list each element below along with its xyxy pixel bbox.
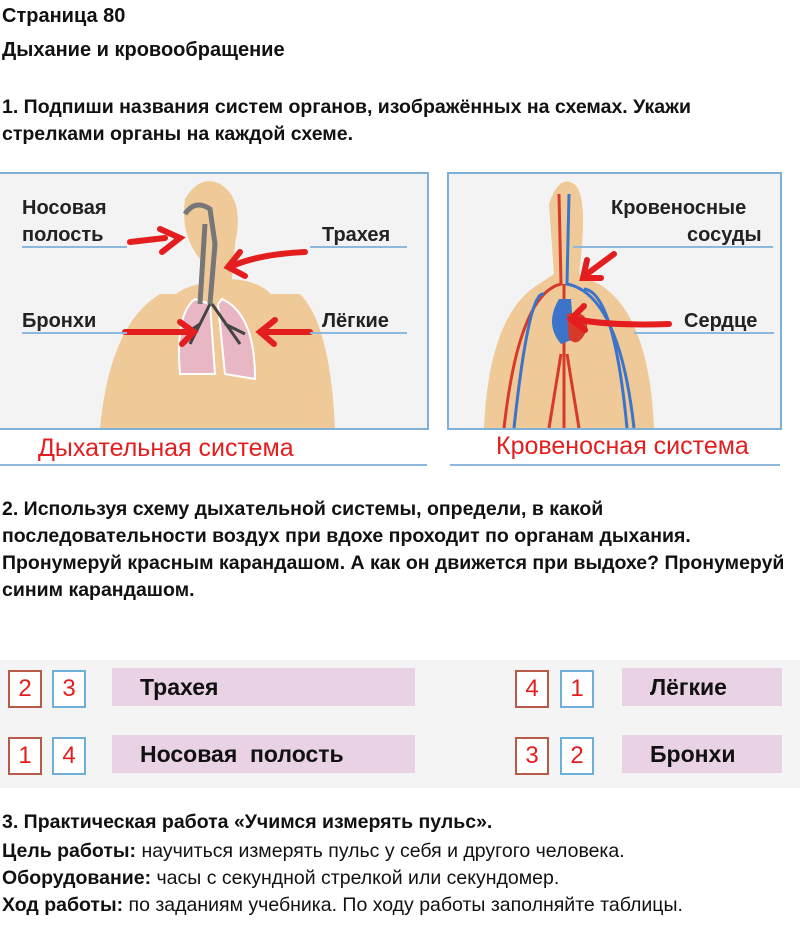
respiratory-diagram: Носовая полость Трахея Бронхи Лёгкие xyxy=(0,172,429,430)
label-vessels-2: сосуды xyxy=(687,224,762,246)
blue-number-box[interactable]: 3 xyxy=(52,670,86,708)
task2-text: 2. Используя схему дыхательной системы, … xyxy=(2,498,785,601)
red-number-box[interactable]: 2 xyxy=(8,670,42,708)
caption-respiratory: Дыхательная система xyxy=(38,434,294,462)
red-number-box[interactable]: 1 xyxy=(8,737,42,775)
label-nasal: Носовая xyxy=(22,197,107,219)
task3-goal: Цель работы: научиться измерять пульс у … xyxy=(2,840,625,862)
label-vessels-1: Кровеносные xyxy=(611,197,747,219)
task3-title: 3. Практическая работа «Учимся измерять … xyxy=(2,811,493,833)
section-title: Дыхание и кровообращение xyxy=(2,39,285,61)
page-title: Страница 80 xyxy=(2,5,126,27)
respiratory-illustration xyxy=(100,181,335,428)
organ-bronchi: Бронхи xyxy=(622,735,782,773)
blue-number-box[interactable]: 2 xyxy=(560,737,594,775)
label-lungs: Лёгкие xyxy=(322,310,389,332)
task3-process: Ход работы: по заданиям учебника. По ход… xyxy=(2,894,683,916)
task1-text: 1. Подпиши названия систем органов, изоб… xyxy=(2,96,691,145)
red-number-box[interactable]: 3 xyxy=(515,737,549,775)
blue-number-box[interactable]: 1 xyxy=(560,670,594,708)
label-cavity: полость xyxy=(22,224,104,246)
label-trachea: Трахея xyxy=(322,224,391,246)
organ-trachea: Трахея xyxy=(112,668,415,706)
circulatory-illustration xyxy=(484,181,672,428)
label-heart: Сердце xyxy=(684,310,758,332)
circulatory-diagram: Кровеносные сосуды Сердце xyxy=(447,172,782,430)
task3-equipment: Оборудование: часы с секундной стрелкой … xyxy=(2,867,560,889)
caption-circulatory: Кровеносная система xyxy=(496,432,749,460)
organ-nasal-cavity: Носовая полость xyxy=(112,735,415,773)
label-bronchi: Бронхи xyxy=(22,310,97,332)
red-number-box[interactable]: 4 xyxy=(515,670,549,708)
blue-number-box[interactable]: 4 xyxy=(52,737,86,775)
organ-lungs: Лёгкие xyxy=(622,668,782,706)
